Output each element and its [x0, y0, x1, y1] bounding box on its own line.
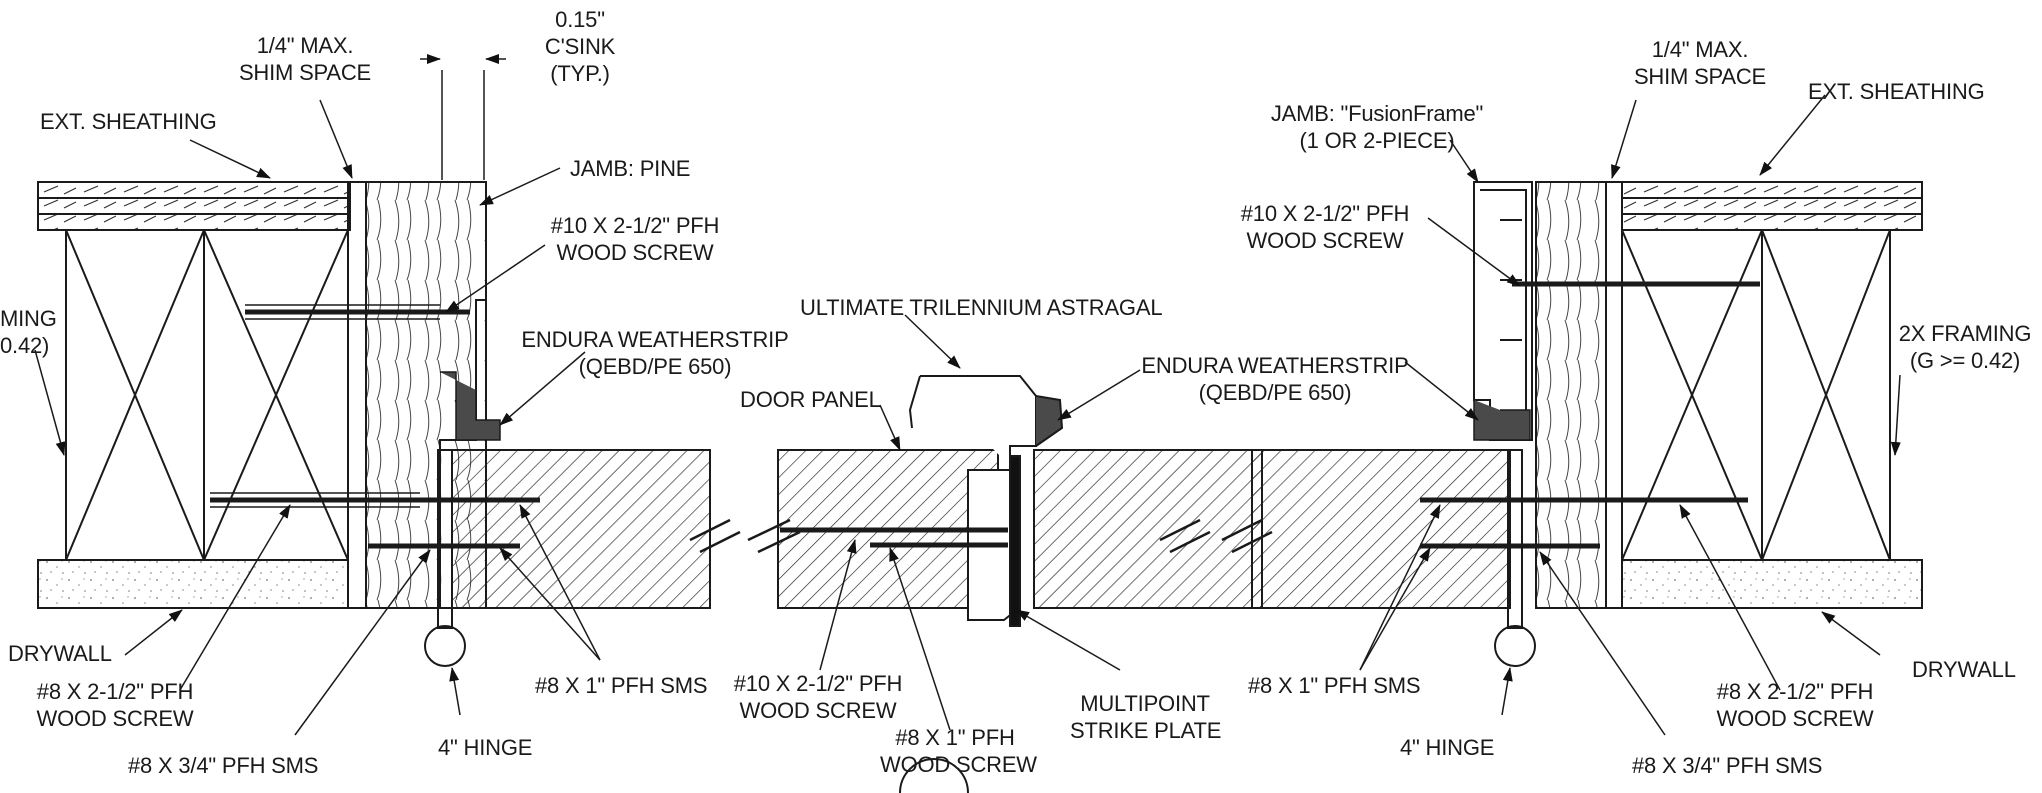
label-hinge-right: 4" HINGE	[1400, 735, 1495, 760]
endura-left-line2: (QEBD/PE 650)	[578, 354, 732, 379]
label-sms1-right: #8 X 1" PFH SMS	[1248, 673, 1421, 698]
drywall-right	[1621, 559, 1923, 609]
section-bubble	[899, 758, 969, 793]
framing-left-line2: 0.42)	[0, 333, 50, 358]
label-csink: 0.15" C'SINK (TYP.)	[530, 6, 630, 87]
shim-space-right	[1605, 181, 1623, 609]
endura-right-line2: (QEBD/PE 650)	[1198, 380, 1352, 405]
screw10-left-line1: #10 X 2-1/2" PFH	[550, 213, 720, 238]
label-shim-right: 1/4" MAX. SHIM SPACE	[1620, 36, 1780, 90]
framing-right-line2: (G >= 0.42)	[1909, 348, 2021, 373]
screw8x1-line2: WOOD SCREW	[880, 752, 1037, 777]
label-screw10-center: #10 X 2-1/2" PFH WOOD SCREW	[728, 670, 908, 724]
label-endura-left: ENDURA WEATHERSTRIP (QEBD/PE 650)	[505, 326, 805, 380]
leader-lines	[34, 54, 1901, 736]
shim-left-line1: 1/4" MAX.	[256, 33, 354, 58]
drywall-left	[37, 559, 349, 609]
shim-space-left	[347, 181, 367, 609]
jamb-fusionframe	[1473, 181, 1533, 441]
shim-right-line2: SHIM SPACE	[1633, 64, 1767, 89]
jamb-fusion-line1: JAMB: "FusionFrame"	[1270, 101, 1484, 126]
door-panel-right	[1251, 449, 1511, 609]
hinge-left	[424, 449, 466, 667]
label-sms1-left: #8 X 1" PFH SMS	[535, 673, 708, 698]
label-jamb-fusion: JAMB: "FusionFrame" (1 OR 2-PIECE)	[1262, 100, 1492, 154]
screws-left	[210, 309, 540, 549]
jamb-fusion-line2: (1 OR 2-PIECE)	[1299, 128, 1455, 153]
screw10-left-line2: WOOD SCREW	[556, 240, 714, 265]
framing-left	[65, 229, 349, 561]
label-jamb-pine: JAMB: PINE	[570, 156, 691, 181]
screw8-left-line2: WOOD SCREW	[36, 706, 194, 731]
shim-left-line2: SHIM SPACE	[238, 60, 372, 85]
shim-right-line1: 1/4" MAX.	[1651, 37, 1749, 62]
label-drywall-left: DRYWALL	[8, 641, 112, 666]
label-screw8-right: #8 X 2-1/2" PFH WOOD SCREW	[1710, 678, 1880, 732]
label-screw10-right: #10 X 2-1/2" PFH WOOD SCREW	[1225, 200, 1425, 254]
strike-line2: STRIKE PLATE	[1070, 718, 1222, 743]
label-screw8x1: #8 X 1" PFH WOOD SCREW	[880, 724, 1037, 778]
label-strike-plate: MULTIPOINT STRIKE PLATE	[1070, 690, 1222, 744]
framing-right-line1: 2X FRAMING	[1898, 321, 2032, 346]
label-screw8-left: #8 X 2-1/2" PFH WOOD SCREW	[30, 678, 200, 732]
label-door-panel: DOOR PANEL	[740, 387, 881, 412]
label-shim-left: 1/4" MAX. SHIM SPACE	[225, 32, 385, 86]
screw8-left-line1: #8 X 2-1/2" PFH	[36, 679, 194, 704]
weatherstrip-right	[1473, 400, 1531, 441]
door-panel-center-right	[1033, 449, 1263, 609]
label-framing-left: MING 0.42)	[0, 305, 57, 359]
framing-right	[1621, 229, 1891, 561]
csink-dim-text: 0.15"	[555, 7, 605, 32]
endura-left-line1: ENDURA WEATHERSTRIP	[521, 327, 789, 352]
weatherstrip-left	[440, 371, 501, 441]
strike-line1: MULTIPOINT	[1080, 691, 1210, 716]
label-astragal: ULTIMATE TRILENNIUM ASTRAGAL	[800, 295, 1163, 320]
label-drywall-right: DRYWALL	[1912, 657, 2016, 682]
label-screw10-left: #10 X 2-1/2" PFH WOOD SCREW	[535, 212, 735, 266]
ext-sheathing-right	[1621, 181, 1923, 231]
csink-typ-text: (TYP.)	[550, 61, 610, 86]
screw10-right-line1: #10 X 2-1/2" PFH	[1240, 201, 1410, 226]
screw10-center-line2: WOOD SCREW	[739, 698, 897, 723]
screw8-right-line1: #8 X 2-1/2" PFH	[1716, 679, 1874, 704]
csink-title-text: C'SINK	[544, 34, 616, 59]
screws-right	[1420, 281, 1760, 549]
label-ext-sheathing-right: EXT. SHEATHING	[1808, 79, 1985, 104]
screw8-right-line2: WOOD SCREW	[1716, 706, 1874, 731]
framing-left-line1: MING	[0, 306, 57, 331]
screw10-right-line2: WOOD SCREW	[1246, 228, 1404, 253]
label-sms34-left: #8 X 3/4" PFH SMS	[128, 753, 319, 778]
screw10-center-line1: #10 X 2-1/2" PFH	[733, 671, 903, 696]
astragal	[908, 375, 1064, 627]
break-mark-center	[747, 518, 801, 554]
endura-right-line1: ENDURA WEATHERSTRIP	[1141, 353, 1409, 378]
label-hinge-left: 4" HINGE	[438, 735, 533, 760]
label-framing-right: 2X FRAMING (G >= 0.42)	[1895, 320, 2035, 374]
label-sms34-right: #8 X 3/4" PFH SMS	[1632, 753, 1823, 778]
screw8x1-line1: #8 X 1" PFH	[895, 725, 1015, 750]
ext-sheathing-left	[37, 181, 351, 231]
jamb-wood-core	[1535, 181, 1607, 609]
break-mark-left	[689, 518, 741, 554]
door-panel-left	[451, 449, 711, 609]
label-endura-right: ENDURA WEATHERSTRIP (QEBD/PE 650)	[1135, 352, 1415, 406]
hinge-right	[1494, 449, 1536, 667]
label-ext-sheathing-left: EXT. SHEATHING	[40, 109, 217, 134]
screws-center	[780, 527, 1008, 548]
